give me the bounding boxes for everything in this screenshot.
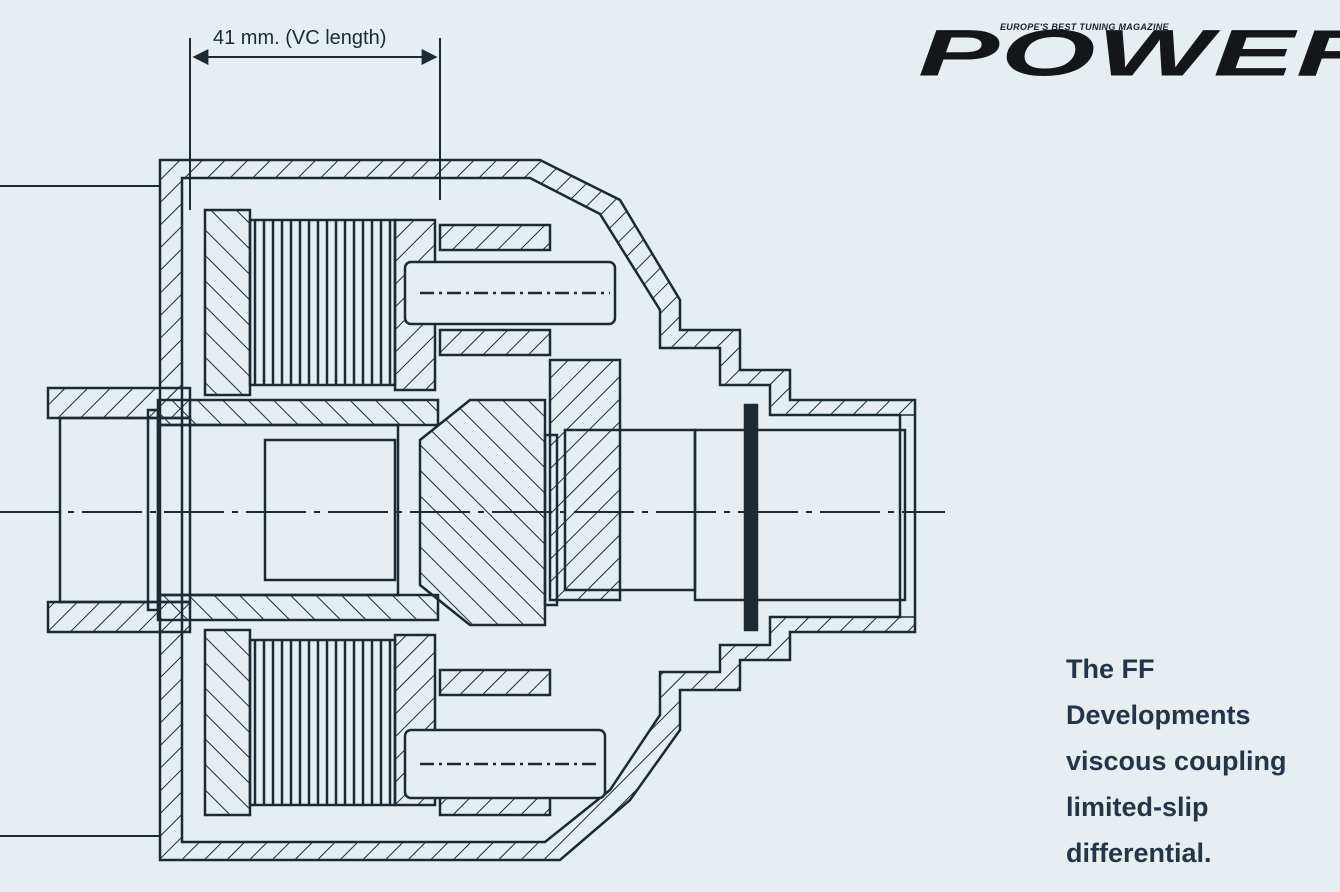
dimension-annotation xyxy=(189,38,441,210)
caption-line: The FF xyxy=(1066,654,1155,684)
axle-extension-lines xyxy=(0,185,160,837)
right-output-hub xyxy=(543,403,907,632)
inner-shaft xyxy=(156,398,440,622)
power-logo: POWER xyxy=(918,16,1340,90)
caption-line: viscous coupling xyxy=(1066,746,1287,776)
caption-line: limited-slip xyxy=(1066,792,1209,822)
masthead-tagline: EUROPE'S BEST TUNING MAGAZINE xyxy=(1000,22,1169,32)
diagram-caption: The FF Developments viscous coupling lim… xyxy=(1066,646,1287,876)
viscous-coupling-plates xyxy=(203,208,437,817)
housing-hatched-walls xyxy=(159,159,916,861)
caption-line: differential. xyxy=(1066,838,1212,868)
caption-line: Developments xyxy=(1066,700,1251,730)
dimension-label: 41 mm. (VC length) xyxy=(213,27,386,49)
planet-pins xyxy=(403,260,617,800)
